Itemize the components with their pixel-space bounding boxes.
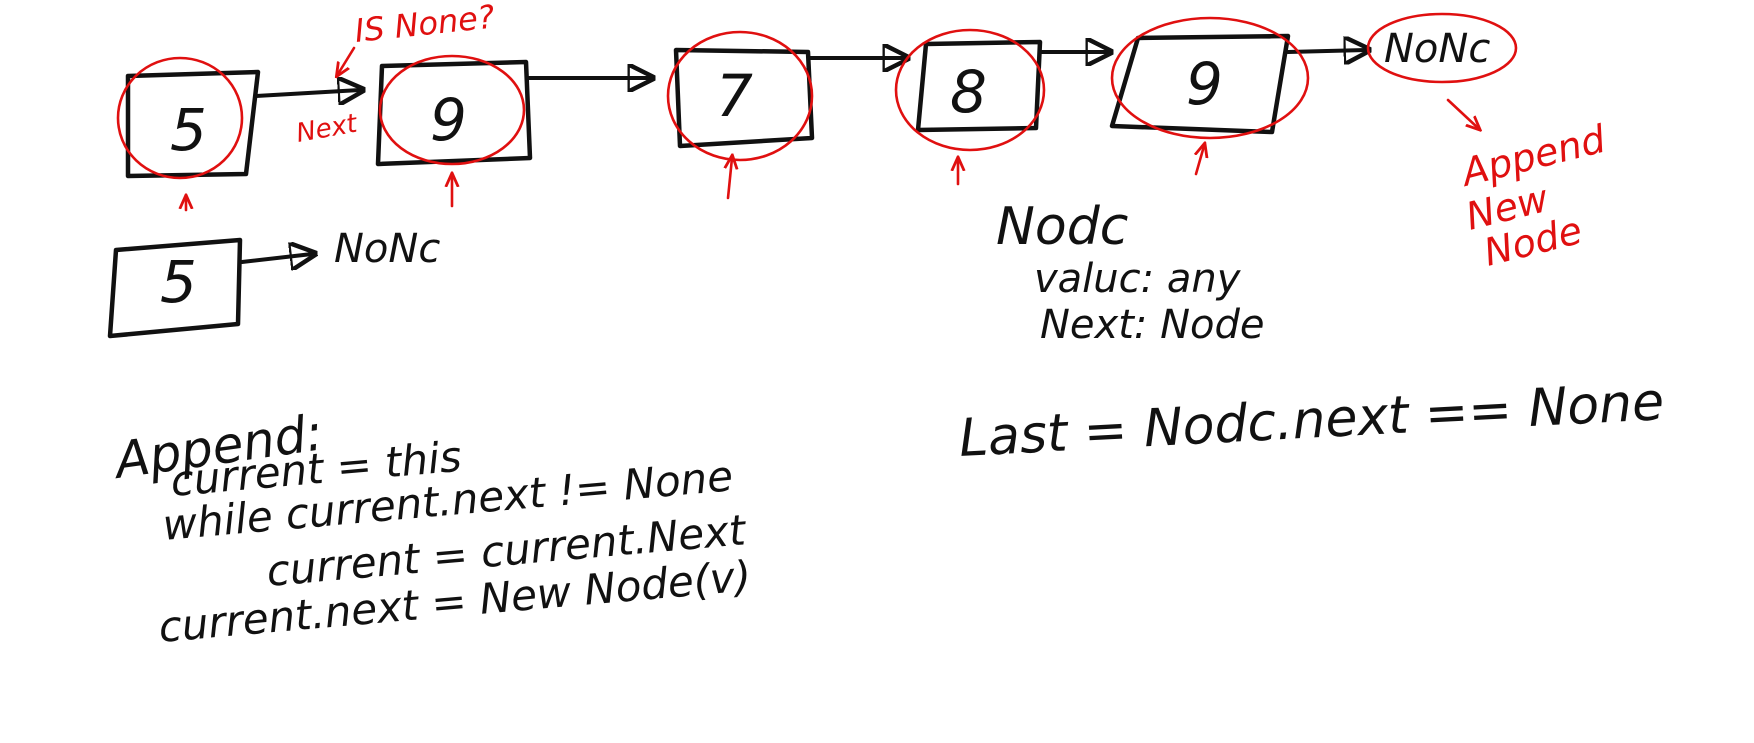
pointer-arrow [1196,146,1204,176]
circle-mark [1110,16,1310,140]
pointer-arrow [1446,98,1478,128]
node-value: 9 [1186,50,1223,118]
node-box [673,47,815,149]
list-tail-none: NoNc [1384,26,1490,72]
node-value: 7 [716,62,753,130]
list-node: 7 [673,47,815,149]
node-value: 5 [160,248,197,316]
list-node: 8 [915,39,1043,133]
node-value: 8 [950,58,987,126]
pointer-arrow [338,46,356,74]
next-arrow [240,254,312,262]
circle-mark [894,28,1046,152]
list-node: 9 [1109,33,1291,135]
list-node: 9 [375,59,533,167]
node-box [375,59,533,167]
class-title: Nodc [996,197,1128,257]
class-field: Next: Node [1040,302,1264,348]
node-box [915,39,1043,133]
circle-mark [666,30,814,162]
is-none-label: IS None? [353,0,497,50]
node-box [125,69,261,179]
last-rule: Last = Nodc.next == None [958,372,1666,469]
node-box [107,237,243,339]
class-field: valuc: any [1034,256,1242,302]
circle-mark [1366,12,1518,84]
main-linked-list: 5 9 7 8 9 NoNc [125,26,1490,179]
next-arrow [1286,50,1366,52]
single-node-list: 5 NoNc [107,226,440,339]
circle-mark [116,56,244,180]
node-value: 5 [170,96,207,164]
next-arrow [254,90,360,96]
append-code: Append: current = this while current.nex… [109,403,753,652]
node-box [1109,33,1291,135]
node-value: 9 [430,86,467,154]
node-class-definition: Nodc valuc: any Next: Node [996,197,1264,348]
list-tail-none: NoNc [334,226,440,272]
next-label: Next [294,109,360,149]
list-node: 5 [125,69,261,179]
pointer-arrow [728,158,732,200]
circle-mark [378,54,526,166]
